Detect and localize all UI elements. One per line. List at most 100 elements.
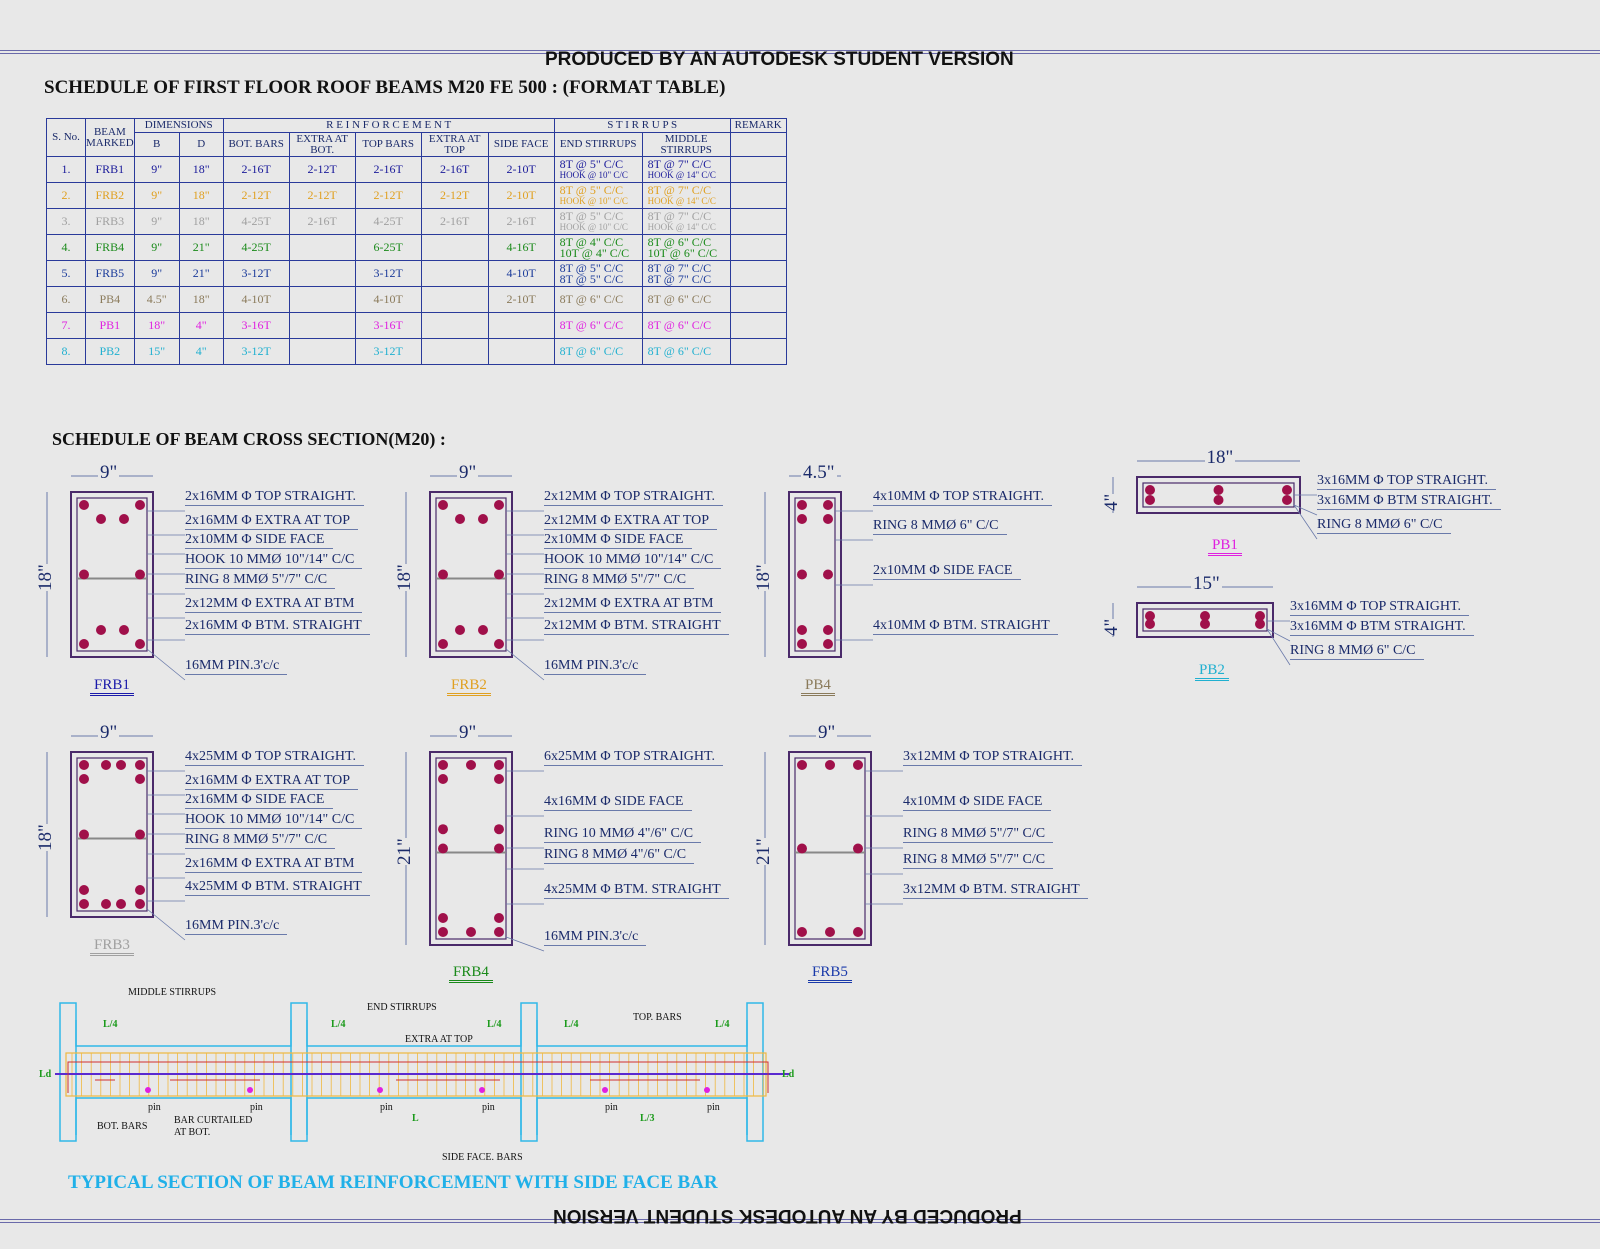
rebar-dot	[135, 639, 145, 649]
header-d: D	[178, 132, 224, 157]
section-frb5	[764, 735, 903, 946]
section-callout: 2x10MM Φ SIDE FACE	[185, 531, 333, 549]
beam-outline	[70, 751, 154, 918]
section-frb3	[46, 735, 186, 941]
cell-side: 2-10T	[487, 156, 555, 183]
section-callout: 2x16MM Φ BTM. STRAIGHT	[185, 617, 370, 635]
cell-extra-bot	[288, 312, 356, 339]
rebar-dot	[438, 843, 448, 854]
cell-d: 18"	[178, 182, 224, 209]
section-width-label: 9"	[98, 462, 120, 484]
cell-end-stirrups: 8T @ 6" C/C	[553, 312, 643, 339]
leader-line	[146, 908, 186, 941]
beam-outline	[429, 491, 513, 658]
section-pb4	[764, 475, 873, 658]
stirrup-ring	[76, 497, 148, 652]
cell-sno: 8.	[46, 338, 86, 365]
rebar-dot	[1145, 619, 1155, 629]
section-callout: 4x10MM Φ SIDE FACE	[903, 793, 1051, 811]
typical-label-bar-curtailed-1: BAR CURTAILED	[174, 1115, 253, 1126]
section-callout: 2x12MM Φ EXTRA AT BTM	[185, 595, 363, 613]
rebar-dot	[823, 625, 833, 635]
rebar-dot	[494, 760, 504, 770]
pin-dot	[377, 1087, 383, 1093]
pin-dot	[145, 1087, 151, 1093]
leader-line	[505, 936, 545, 952]
cell-extra-top: 2-16T	[420, 208, 489, 235]
header-sno: S. No.	[46, 118, 86, 157]
cell-extra-bot: 2-12T	[288, 156, 356, 183]
section-depth-label: 21"	[753, 837, 775, 865]
section-callout: 6x25MM Φ TOP STRAIGHT.	[544, 748, 723, 766]
leader-line	[1293, 504, 1318, 540]
section-callout: RING 8 MMØ 6" C/C	[1290, 642, 1424, 660]
section-callout: RING 8 MMØ 6" C/C	[873, 517, 1007, 535]
stirrup-line: HOOK @ 10" C/C	[559, 195, 628, 206]
rebar-dot	[438, 824, 448, 835]
cell-side	[487, 312, 555, 339]
stirrup-line: 10T @ 6" C/C	[647, 245, 718, 260]
section-callout: RING 8 MMØ 5"/7" C/C	[903, 851, 1054, 869]
stirrup-line: 8T @ 6" C/C	[647, 292, 712, 306]
cell-remark	[729, 208, 787, 235]
cell-extra-bot: 2-12T	[288, 182, 356, 209]
rebar-dot	[823, 500, 833, 510]
cell-d: 18"	[178, 286, 224, 313]
header-extra-bot: EXTRA AT BOT.	[288, 132, 356, 157]
rebar-dot	[135, 885, 145, 895]
section-callout: HOOK 10 MMØ 10"/14" C/C	[185, 811, 363, 829]
cell-remark	[729, 234, 787, 261]
typical-label-ld: Ld	[39, 1069, 52, 1080]
section-callout: 2x16MM Φ EXTRA AT BTM	[185, 855, 363, 873]
section-callout: 16MM PIN.3'c/c	[185, 657, 288, 675]
typical-label-pin: pin	[707, 1102, 720, 1113]
stirrup-line: 8T @ 5" C/C	[559, 260, 624, 275]
typical-label-bot-bars: BOT. BARS	[97, 1121, 148, 1132]
section-callout: 3x12MM Φ TOP STRAIGHT.	[903, 748, 1082, 766]
section-callout: 2x12MM Φ EXTRA AT TOP	[544, 512, 718, 530]
header-end-stirrups: END STIRRUPS	[553, 132, 643, 157]
cell-bot: 3-12T	[222, 260, 290, 287]
section-callout: RING 8 MMØ 5"/7" C/C	[903, 825, 1054, 843]
rebar-dot	[116, 760, 126, 770]
cell-remark	[729, 338, 787, 365]
cell-extra-bot: 2-16T	[288, 208, 356, 235]
cell-top: 3-12T	[354, 260, 422, 287]
section-callout: RING 8 MMØ 4"/6" C/C	[544, 846, 695, 864]
column	[746, 1002, 764, 1142]
typical-label-pin: pin	[250, 1102, 263, 1113]
cell-sno: 3.	[46, 208, 86, 235]
rebar-dot	[455, 625, 465, 635]
rebar-dot	[1145, 495, 1155, 505]
section-callout: 2x16MM Φ EXTRA AT TOP	[185, 512, 359, 530]
rebar-dot	[135, 829, 145, 840]
header-stirrups: S T I R R U P S	[553, 118, 731, 133]
stirrup-ring	[435, 757, 507, 940]
section-callout: 3x16MM Φ BTM STRAIGHT.	[1290, 618, 1474, 636]
rebar-dot	[79, 774, 89, 784]
section-title: FRB4	[449, 964, 493, 983]
pin-dot	[704, 1087, 710, 1093]
cell-extra-top	[420, 312, 489, 339]
rebar-dot	[438, 569, 448, 580]
cell-beam: FRB2	[85, 182, 135, 209]
section-frb4	[405, 735, 545, 952]
typical-label-pin: pin	[148, 1102, 161, 1113]
cell-top: 3-16T	[354, 312, 422, 339]
rebar-dot	[1200, 619, 1210, 629]
rebar-dot	[797, 625, 807, 635]
rebar-dot	[1200, 611, 1210, 621]
typical-label-end-stirrups: END STIRRUPS	[367, 1002, 437, 1013]
rebar-dot	[96, 625, 106, 635]
rebar-dot	[494, 500, 504, 510]
cell-beam: FRB3	[85, 208, 135, 235]
section-width-label: 18"	[1204, 447, 1236, 469]
section-title: PB4	[801, 677, 835, 696]
